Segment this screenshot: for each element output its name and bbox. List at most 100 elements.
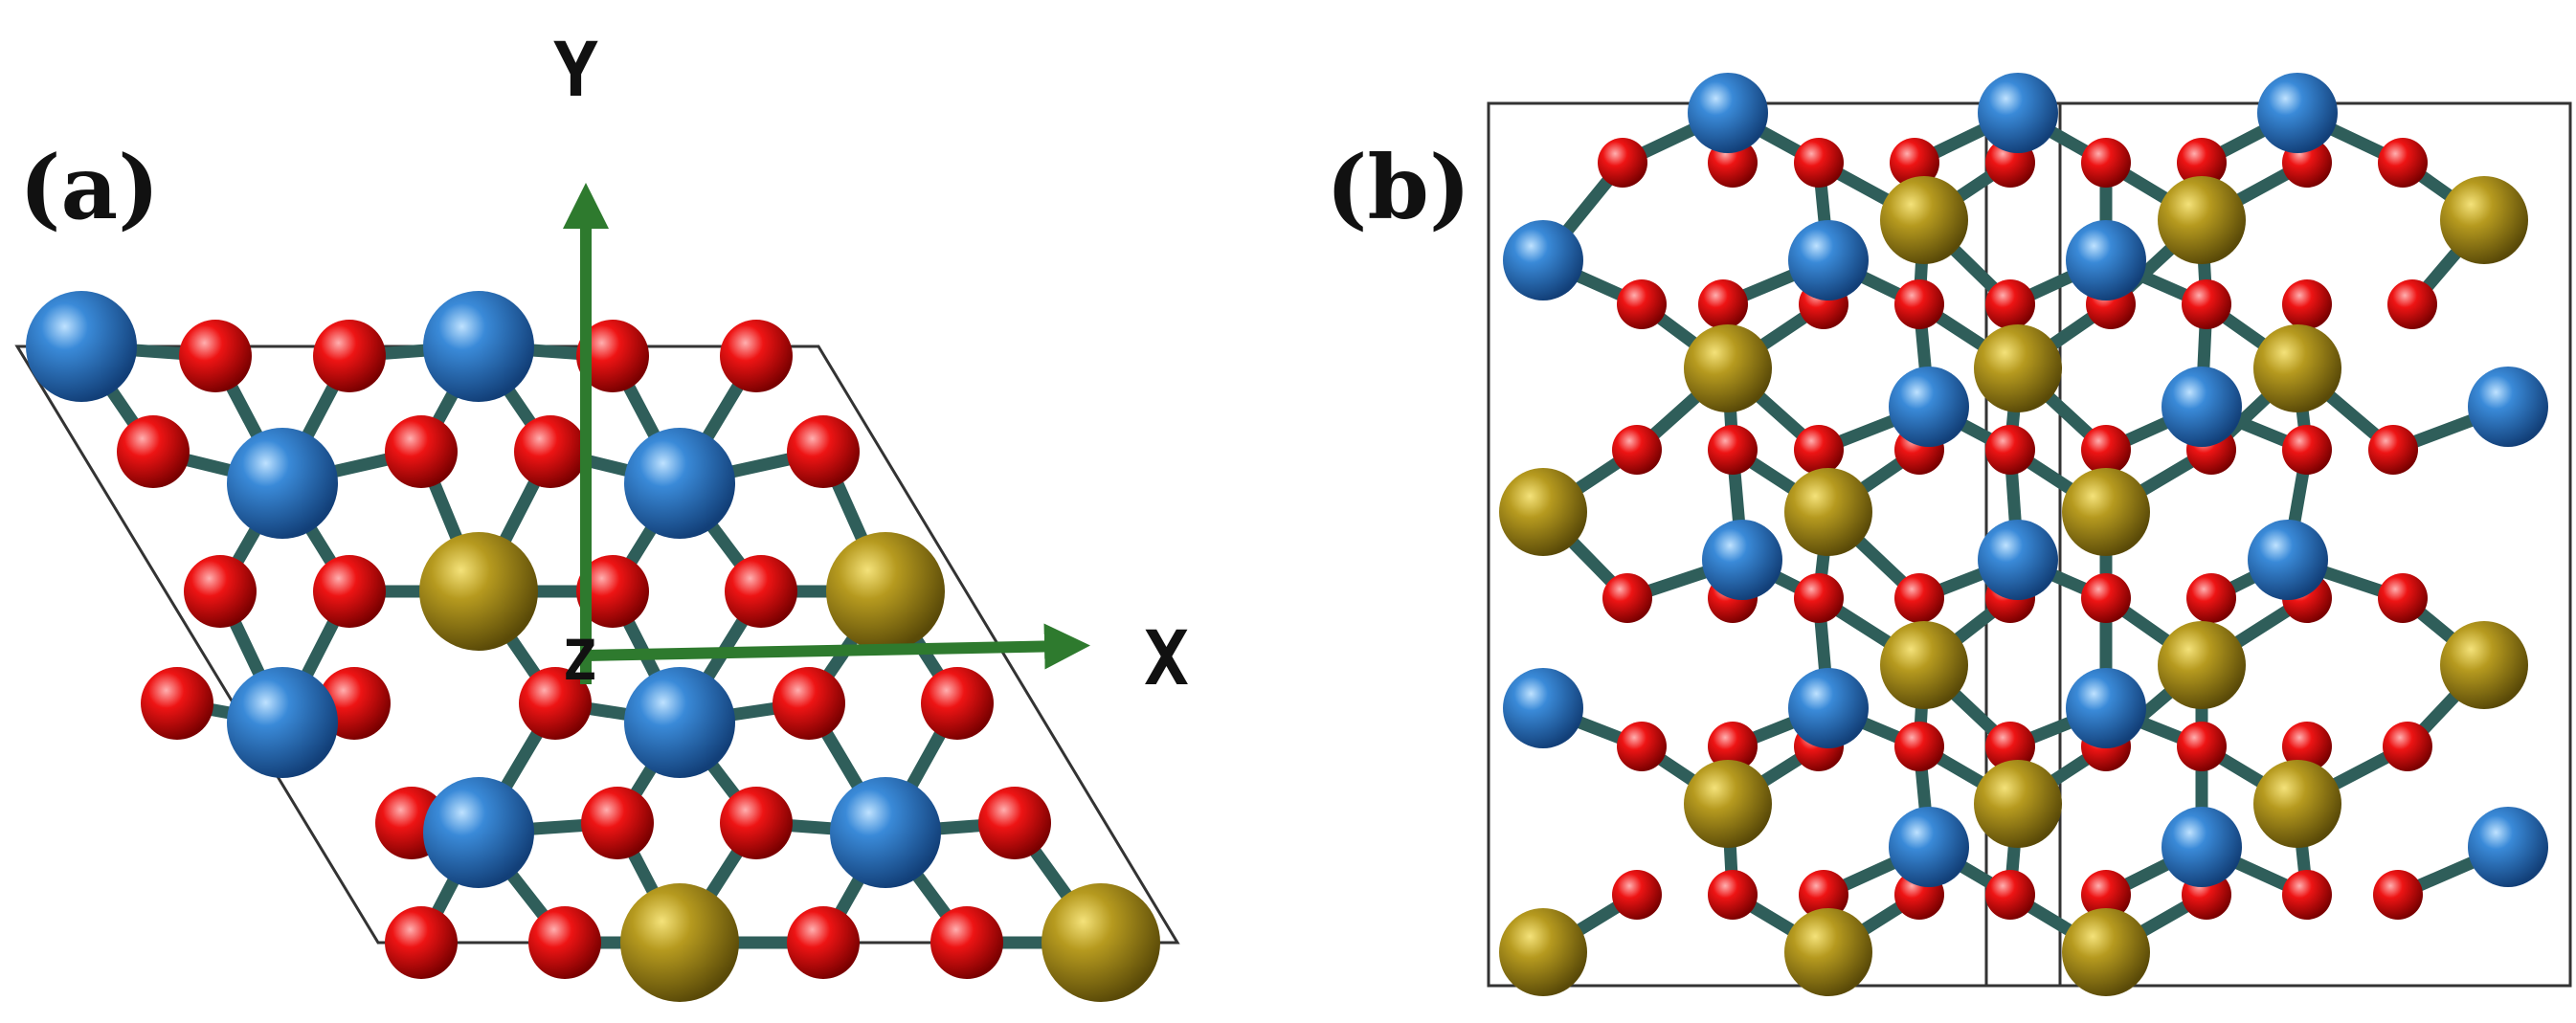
blue-atom	[830, 777, 941, 888]
gold-atom	[1880, 176, 1968, 264]
blue-atom	[1978, 73, 2058, 153]
red-atom	[2378, 573, 2428, 623]
red-atom	[2282, 279, 2332, 329]
red-atom	[1602, 573, 1652, 623]
red-atom	[2081, 870, 2131, 920]
z-axis-label: Z	[563, 628, 596, 693]
red-atom	[385, 415, 458, 488]
red-atom	[1894, 279, 1944, 329]
red-atom	[313, 320, 386, 392]
red-atom	[1617, 279, 1667, 329]
red-atom	[978, 787, 1051, 859]
red-atom	[2177, 722, 2227, 771]
red-atom	[1985, 425, 2035, 475]
panel-b-structure	[1487, 73, 2572, 996]
red-atom	[921, 667, 994, 740]
red-atom	[1894, 573, 1944, 623]
red-atom	[787, 906, 860, 979]
blue-atom	[1788, 668, 1869, 748]
red-atom	[1617, 722, 1667, 771]
gold-atom	[1684, 760, 1772, 848]
red-atom	[1708, 722, 1758, 771]
red-atom	[528, 906, 601, 979]
blue-atom	[1503, 668, 1583, 748]
x-axis-label: X	[1144, 616, 1189, 702]
gold-atom	[2440, 621, 2528, 709]
gold-atom	[1974, 760, 2062, 848]
red-atom	[1894, 722, 1944, 771]
gold-atom	[2440, 176, 2528, 264]
blue-atom	[2468, 367, 2548, 447]
gold-atom	[1042, 883, 1160, 1002]
blue-atom	[1978, 520, 2058, 600]
blue-atom	[1889, 367, 1969, 447]
blue-atom	[26, 291, 137, 402]
red-atom	[2378, 138, 2428, 188]
blue-atom	[2066, 220, 2146, 300]
red-atom	[1794, 425, 1844, 475]
gold-atom	[2062, 908, 2150, 996]
red-atom	[2186, 573, 2236, 623]
gold-atom	[2253, 324, 2341, 412]
gold-atom	[826, 532, 945, 651]
red-atom	[581, 787, 654, 859]
red-atom	[2182, 279, 2231, 329]
blue-atom	[2468, 807, 2548, 887]
red-atom	[2177, 138, 2227, 188]
red-atom	[117, 415, 190, 488]
blue-atom	[1702, 520, 1782, 600]
red-atom	[576, 555, 649, 628]
red-atom	[1794, 138, 1844, 188]
red-atom	[141, 667, 213, 740]
blue-atom	[2162, 807, 2242, 887]
atoms-b	[1499, 73, 2548, 996]
red-atom	[2383, 722, 2432, 771]
red-atom	[519, 667, 592, 740]
red-atom	[1985, 279, 2035, 329]
gold-atom	[2158, 621, 2246, 709]
blue-atom	[1688, 73, 1768, 153]
blue-atom	[2248, 520, 2328, 600]
red-atom	[385, 906, 458, 979]
red-atom	[2081, 138, 2131, 188]
red-atom	[930, 906, 1003, 979]
gold-atom	[2253, 760, 2341, 848]
gold-atom	[419, 532, 538, 651]
gold-atom	[1784, 908, 1872, 996]
red-atom	[1598, 138, 1647, 188]
gold-atom	[1784, 468, 1872, 556]
gold-atom	[2062, 468, 2150, 556]
red-atom	[1708, 425, 1758, 475]
red-atom	[2282, 425, 2332, 475]
blue-atom	[227, 428, 338, 539]
red-atom	[1985, 722, 2035, 771]
red-atom	[2368, 425, 2418, 475]
gold-atom	[1880, 621, 1968, 709]
red-atom	[1708, 870, 1758, 920]
gold-atom	[1499, 468, 1587, 556]
blue-atom	[227, 667, 338, 778]
blue-atom	[1503, 220, 1583, 300]
red-atom	[1794, 573, 1844, 623]
red-atom	[720, 320, 793, 392]
red-atom	[2282, 722, 2332, 771]
blue-atom	[1788, 220, 1869, 300]
red-atom	[184, 555, 257, 628]
x-axis-arrow	[585, 623, 1090, 670]
red-atom	[725, 555, 797, 628]
red-atom	[720, 787, 793, 859]
atoms-a	[26, 291, 1160, 1002]
blue-atom	[2257, 73, 2338, 153]
panel-a-structure: Y X Z	[14, 28, 1189, 1002]
y-axis-label: Y	[553, 28, 598, 114]
blue-atom	[2066, 668, 2146, 748]
red-atom	[1985, 870, 2035, 920]
blue-atom	[624, 428, 735, 539]
gold-atom	[1499, 908, 1587, 996]
red-atom	[576, 320, 649, 392]
panel-label-a: (a)	[19, 136, 160, 239]
blue-atom	[2162, 367, 2242, 447]
red-atom	[1799, 870, 1848, 920]
red-atom	[179, 320, 252, 392]
